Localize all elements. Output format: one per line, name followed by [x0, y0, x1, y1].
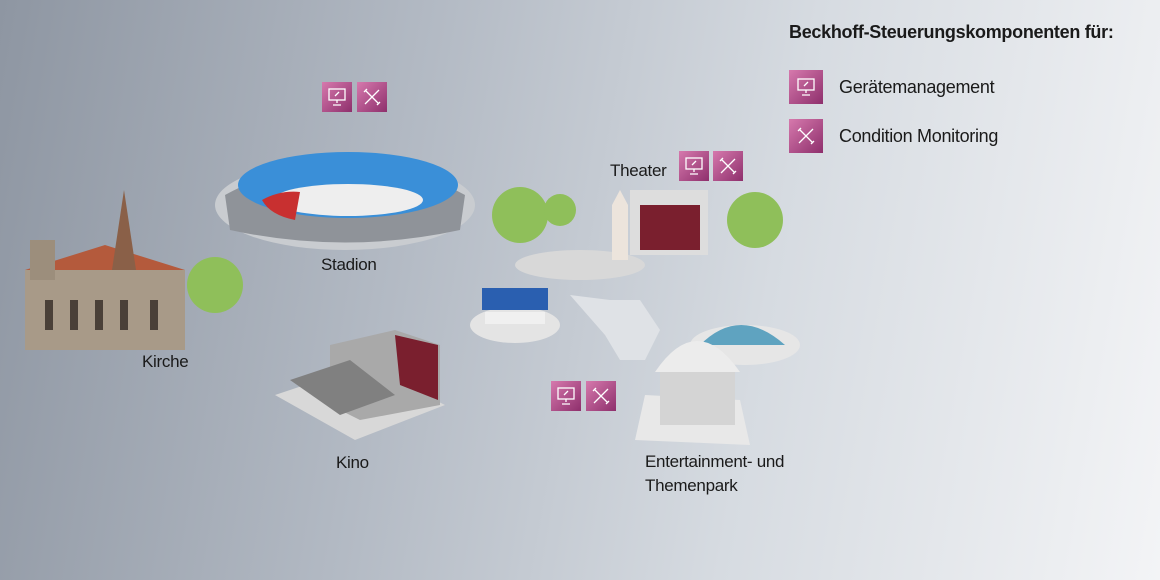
stadion-tools-icon	[357, 82, 387, 112]
label-park-line1: Entertainment- und	[645, 452, 785, 471]
park-tools-icon	[586, 381, 616, 411]
legend-title: Beckhoff-Steuerungskomponenten für:	[789, 22, 1114, 42]
legend-item-device-management: Gerätemanagement	[789, 70, 995, 104]
monitor-icon	[789, 70, 823, 104]
cinema-illustration	[275, 330, 445, 440]
label-stadion: Stadion	[321, 255, 377, 274]
label-kirche: Kirche	[142, 352, 189, 371]
legend-item-condition-monitoring: Condition Monitoring	[789, 119, 998, 153]
theater-monitor-icon	[679, 151, 709, 181]
legend-label: Condition Monitoring	[839, 125, 999, 146]
label-theater: Theater	[610, 161, 667, 180]
trees	[187, 187, 783, 313]
label-park-line2: Themenpark	[645, 476, 738, 495]
stadion-monitor-icon	[322, 82, 352, 112]
park-monitor-icon	[551, 381, 581, 411]
label-kino: Kino	[336, 453, 369, 472]
theme-park-illustration	[470, 190, 800, 445]
stadium-illustration	[215, 152, 475, 250]
theater-tools-icon	[713, 151, 743, 181]
church-illustration	[25, 190, 185, 350]
tools-icon	[789, 119, 823, 153]
legend-label: Gerätemanagement	[839, 76, 995, 97]
